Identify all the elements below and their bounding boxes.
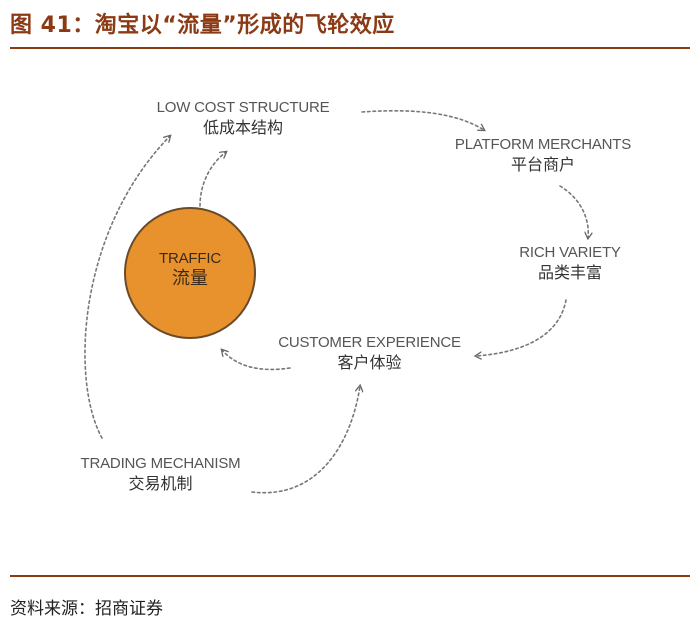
node-platform-merchants-zh: 平台商户 <box>510 155 575 174</box>
node-customer-experience: CUSTOMER EXPERIENCE 客户体验 <box>272 334 467 374</box>
node-rich-variety-en: RICH VARIETY <box>519 244 621 261</box>
source-divider <box>10 575 690 577</box>
node-traffic: TRAFFIC 流量 <box>124 250 256 290</box>
node-platform-merchants: PLATFORM MERCHANTS 平台商户 <box>448 136 638 176</box>
figure-title: 图 41：淘宝以“流量”形成的飞轮效应 <box>10 13 395 38</box>
node-customer-experience-en: CUSTOMER EXPERIENCE <box>278 334 461 351</box>
arrow-trading-to-customer <box>251 386 360 494</box>
node-traffic-zh: 流量 <box>172 268 208 289</box>
node-low-cost-structure: LOW COST STRUCTURE 低成本结构 <box>148 99 338 139</box>
source-note: 资料来源：招商证券 <box>10 599 163 619</box>
node-customer-experience-zh: 客户体验 <box>337 353 402 372</box>
node-low-cost-structure-en: LOW COST STRUCTURE <box>156 99 330 116</box>
traffic-circle <box>124 207 256 339</box>
node-rich-variety-zh: 品类丰富 <box>537 263 602 282</box>
arrow-trading-to-lowcost <box>84 136 170 439</box>
node-rich-variety: RICH VARIETY 品类丰富 <box>505 244 635 284</box>
node-low-cost-structure-zh: 低成本结构 <box>202 118 283 137</box>
arrow-platform-to-variety <box>559 185 588 238</box>
node-trading-mechanism: TRADING MECHANISM 交易机制 <box>68 455 253 495</box>
node-trading-mechanism-zh: 交易机制 <box>128 474 193 493</box>
arrow-customer-to-traffic <box>222 350 291 371</box>
arrow-lowcost-to-platform <box>361 110 484 130</box>
node-traffic-en: TRAFFIC <box>159 250 221 267</box>
arrow-variety-to-customer <box>476 299 567 356</box>
node-platform-merchants-en: PLATFORM MERCHANTS <box>454 136 632 153</box>
arrow-traffic-to-lowcost <box>199 152 226 207</box>
node-trading-mechanism-en: TRADING MECHANISM <box>80 455 241 472</box>
title-divider <box>10 47 690 49</box>
